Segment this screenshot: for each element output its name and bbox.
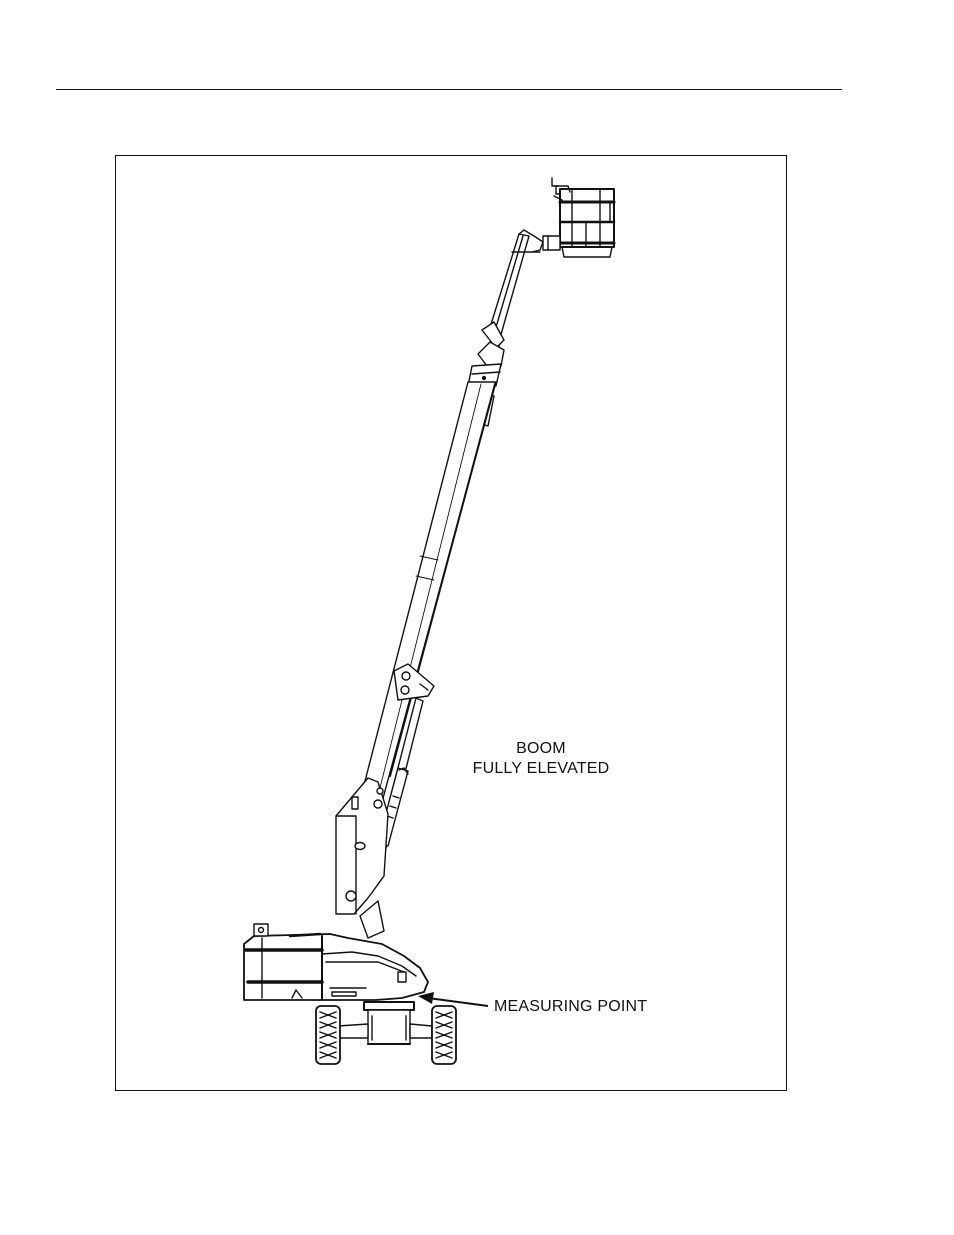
cylinder-mount: [394, 664, 434, 700]
boom-lift-drawing: [116, 156, 788, 1092]
boom-label-line2: FULLY ELEVATED: [471, 759, 611, 779]
boom-label-line1: BOOM: [471, 739, 611, 759]
axle-frame: [338, 1002, 432, 1044]
chassis: [244, 924, 428, 1000]
boom-label: BOOM FULLY ELEVATED: [471, 739, 611, 779]
turntable-upright: [336, 778, 388, 938]
figure-frame: BOOM FULLY ELEVATED MEASURING POINT: [115, 155, 787, 1091]
platform-basket: [543, 178, 614, 257]
left-wheel: [316, 1006, 340, 1064]
measuring-point-arrow: [418, 992, 488, 1006]
measuring-point-label: MEASURING POINT: [494, 997, 647, 1017]
jib-arm: [482, 230, 543, 348]
header-rule: [56, 89, 842, 90]
right-wheel: [432, 1006, 456, 1064]
